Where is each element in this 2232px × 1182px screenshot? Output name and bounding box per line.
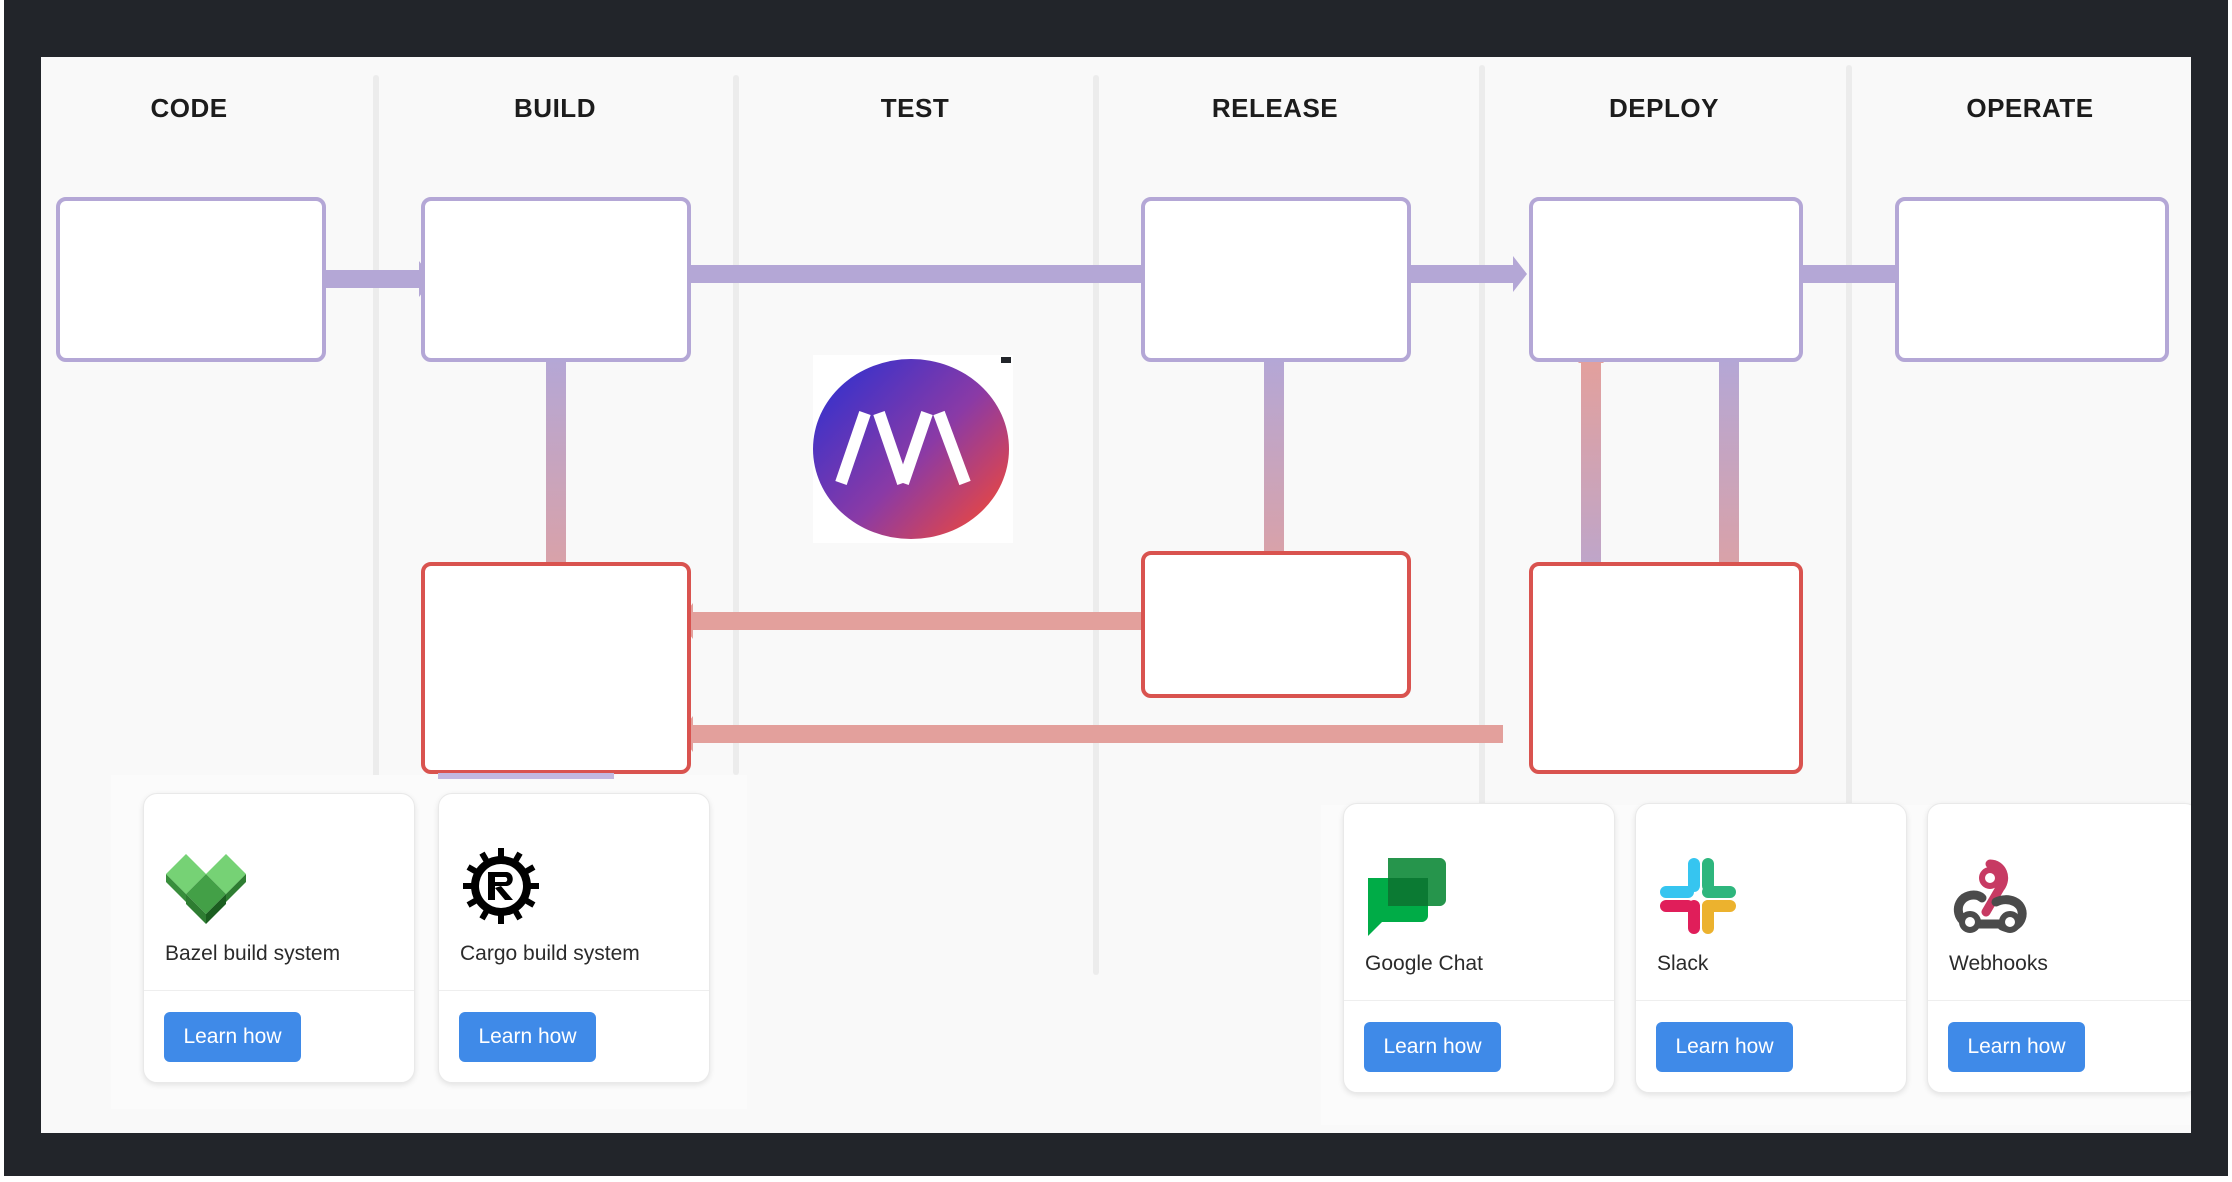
integration-card-slack: Slack Learn how xyxy=(1635,803,1907,1093)
card-divider xyxy=(439,990,709,991)
learn-how-button-slack[interactable]: Learn how xyxy=(1656,1022,1793,1072)
integration-card-label: Google Chat xyxy=(1365,952,1483,975)
lane-divider-test-release xyxy=(1093,75,1099,975)
bazel-logo-icon xyxy=(166,854,246,924)
release-alert-box xyxy=(1141,551,1411,698)
integration-card-label: Webhooks xyxy=(1949,952,2048,975)
google-chat-logo-icon xyxy=(1368,858,1446,936)
arrow-release-to-deploy xyxy=(1410,256,1527,292)
learn-how-button-cargo[interactable]: Learn how xyxy=(459,1012,596,1062)
pipeline-diagram: CODE BUILD TEST RELEASE DEPLOY OPERATE xyxy=(41,57,2191,1133)
integration-card-label: Cargo build system xyxy=(460,942,640,965)
lane-divider-deploy-operate xyxy=(1846,65,1852,825)
build-alert-box xyxy=(421,562,691,774)
lane-divider-code-build xyxy=(373,75,379,815)
card-divider xyxy=(1636,1000,1906,1001)
arrow-code-to-build xyxy=(326,261,433,297)
stage-title-test: TEST xyxy=(880,93,950,123)
arrow-deploy-alert-to-build-alert xyxy=(679,716,1503,752)
connector-layer xyxy=(326,256,1911,752)
arrow-build-to-release xyxy=(686,256,1186,292)
learn-how-button-bazel[interactable]: Learn how xyxy=(164,1012,301,1062)
operate-stage-box xyxy=(1895,197,2169,362)
integration-card-label: Bazel build system xyxy=(165,942,341,965)
card-divider xyxy=(1928,1000,2191,1001)
slack-logo-icon xyxy=(1660,858,1736,934)
integration-card-label: Slack xyxy=(1657,952,1709,975)
arrow-release-alert-to-build-alert xyxy=(679,603,1179,639)
code-stage-box xyxy=(56,197,326,362)
webhooks-logo-icon xyxy=(1953,859,2027,933)
stage-title-deploy: DEPLOY xyxy=(1609,93,1719,123)
rust-cargo-logo-icon xyxy=(463,848,539,924)
panel-accent-bar xyxy=(438,773,614,779)
card-divider xyxy=(1344,1000,1614,1001)
stage-title-code: CODE xyxy=(150,93,228,123)
brand-logo-icon xyxy=(813,355,1013,543)
lane-divider-release-deploy xyxy=(1479,65,1485,825)
stage-title-build: BUILD xyxy=(514,93,596,123)
build-stage-box xyxy=(421,197,691,362)
release-stage-box xyxy=(1141,197,1411,362)
learn-how-button-webhooks[interactable]: Learn how xyxy=(1948,1022,2085,1072)
integration-card-bazel: Bazel build system Learn how xyxy=(143,793,415,1083)
deploy-alert-box xyxy=(1529,562,1803,774)
integration-card-cargo: Cargo build system Learn how xyxy=(438,793,710,1083)
learn-how-button-google-chat[interactable]: Learn how xyxy=(1364,1022,1501,1072)
integration-card-google-chat: Google Chat Learn how xyxy=(1343,803,1615,1093)
stage-title-operate: OPERATE xyxy=(1966,93,2094,123)
lane-divider-build-test xyxy=(733,75,739,775)
stage-title-release: RELEASE xyxy=(1211,93,1339,123)
deploy-stage-box xyxy=(1529,197,1803,362)
integration-card-webhooks: Webhooks Learn how xyxy=(1927,803,2191,1093)
card-divider xyxy=(144,990,414,991)
